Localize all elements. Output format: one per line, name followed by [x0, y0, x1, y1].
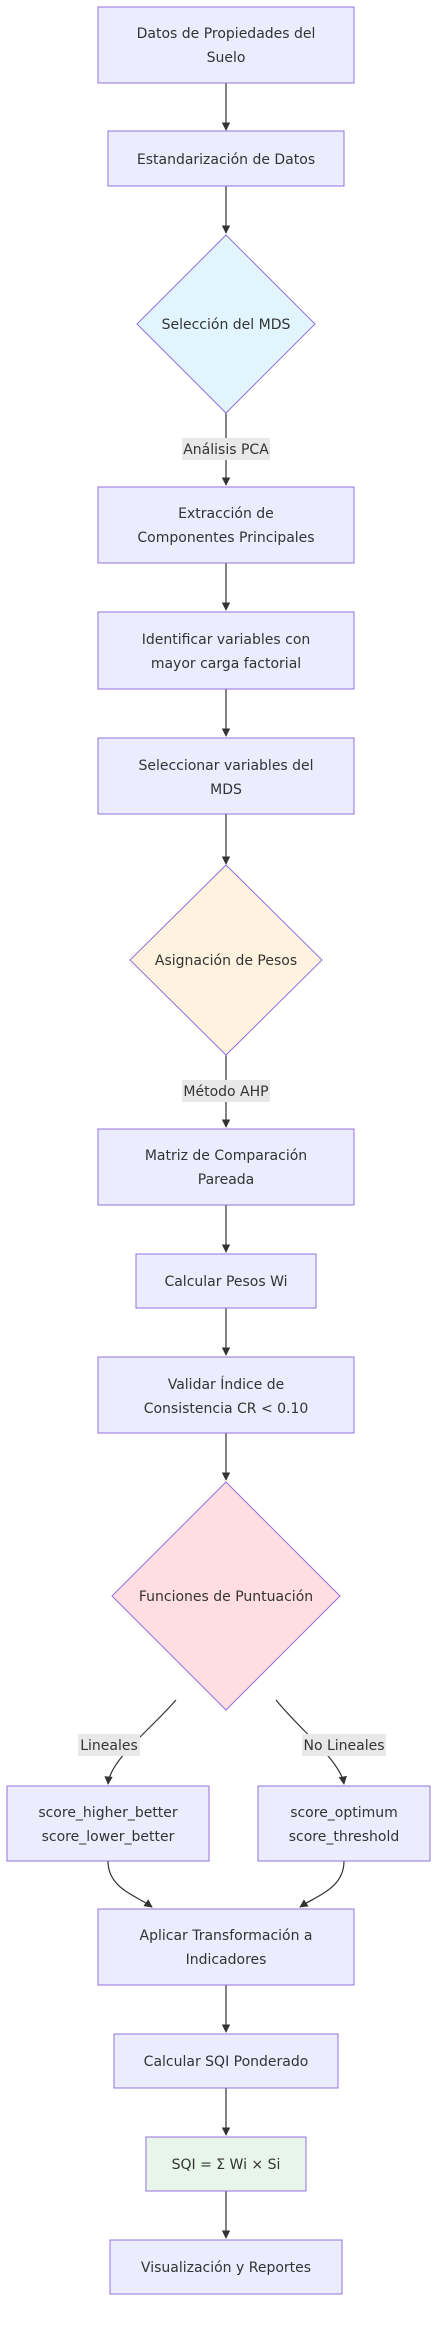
svg-text:Calcular SQI Ponderado: Calcular SQI Ponderado — [144, 2054, 309, 2070]
svg-text:Método AHP: Método AHP — [183, 1084, 268, 1100]
node-nonlinear-scores: score_optimum score_threshold — [257, 1785, 431, 1862]
node-standardize: Estandarización de Datos — [107, 130, 345, 187]
svg-text:Asignación de Pesos: Asignación de Pesos — [155, 953, 297, 969]
node-validate-cr: Validar Índice de Consistencia CR < 0.10 — [97, 1356, 355, 1434]
svg-text:Pareada: Pareada — [198, 1172, 255, 1188]
svg-text:Identificar variables con: Identificar variables con — [142, 632, 311, 648]
svg-text:Matriz de Comparación: Matriz de Comparación — [145, 1148, 307, 1164]
svg-text:MDS: MDS — [210, 782, 242, 798]
edge-label-linear: Lineales — [78, 1734, 140, 1756]
edge-linear-to-apply — [107, 1860, 153, 1908]
svg-text:Datos de Propiedades del: Datos de Propiedades del — [137, 26, 316, 42]
svg-text:score_threshold: score_threshold — [289, 1829, 400, 1845]
svg-text:Componentes Principales: Componentes Principales — [137, 530, 314, 546]
edges — [104, 83, 347, 2239]
edge-label-pca: Análisis PCA — [182, 438, 270, 460]
node-sqi-formula: SQI = Σ Wi × Si — [145, 2136, 307, 2192]
svg-text:score_lower_better: score_lower_better — [42, 1829, 175, 1845]
svg-text:Consistencia CR < 0.10: Consistencia CR < 0.10 — [144, 1401, 309, 1417]
node-mds-selection-diamond: Selección del MDS — [136, 234, 316, 414]
svg-text:Extracción de: Extracción de — [178, 506, 274, 522]
node-linear-scores: score_higher_better score_lower_better — [6, 1785, 210, 1862]
node-apply-transform: Aplicar Transformación a Indicadores — [97, 1908, 355, 1986]
node-pairwise-matrix: Matriz de Comparación Pareada — [97, 1128, 355, 1206]
node-reports: Visualización y Reportes — [109, 2239, 343, 2295]
node-select-vars: Seleccionar variables del MDS — [97, 737, 355, 815]
svg-text:Análisis PCA: Análisis PCA — [183, 442, 269, 458]
svg-text:Visualización y Reportes: Visualización y Reportes — [141, 2260, 311, 2276]
svg-text:SQI = Σ Wi × Si: SQI = Σ Wi × Si — [172, 2157, 281, 2173]
node-weights-diamond: Asignación de Pesos — [129, 864, 323, 1056]
svg-text:mayor carga factorial: mayor carga factorial — [151, 656, 301, 672]
svg-text:Selección del MDS: Selección del MDS — [162, 317, 291, 333]
svg-text:No Lineales: No Lineales — [303, 1738, 384, 1754]
edge-nonlinear-to-apply — [299, 1860, 345, 1908]
svg-text:Funciones de Puntuación: Funciones de Puntuación — [139, 1589, 313, 1605]
svg-text:Lineales: Lineales — [80, 1738, 138, 1754]
node-soil-data: Datos de Propiedades del Suelo — [97, 6, 355, 84]
node-pca-extraction: Extracción de Componentes Principales — [97, 486, 355, 564]
svg-text:score_higher_better: score_higher_better — [38, 1805, 178, 1821]
svg-text:score_optimum: score_optimum — [290, 1805, 398, 1821]
node-weighted-sqi: Calcular SQI Ponderado — [113, 2033, 339, 2089]
svg-text:Aplicar Transformación a: Aplicar Transformación a — [140, 1928, 313, 1944]
svg-text:Seleccionar variables del: Seleccionar variables del — [138, 758, 313, 774]
svg-text:Validar Índice de: Validar Índice de — [168, 1376, 285, 1393]
node-calc-weights: Calcular Pesos Wi — [135, 1253, 317, 1309]
edge-label-ahp: Método AHP — [182, 1080, 270, 1102]
svg-text:Suelo: Suelo — [207, 50, 246, 66]
edge-label-nonlinear: No Lineales — [302, 1734, 386, 1756]
svg-text:Indicadores: Indicadores — [186, 1952, 267, 1968]
svg-text:Calcular Pesos Wi: Calcular Pesos Wi — [164, 1274, 287, 1290]
node-scoring-functions-diamond: Funciones de Puntuación — [111, 1481, 341, 1711]
node-identify-vars: Identificar variables con mayor carga fa… — [97, 611, 355, 690]
svg-text:Estandarización de Datos: Estandarización de Datos — [137, 152, 315, 168]
